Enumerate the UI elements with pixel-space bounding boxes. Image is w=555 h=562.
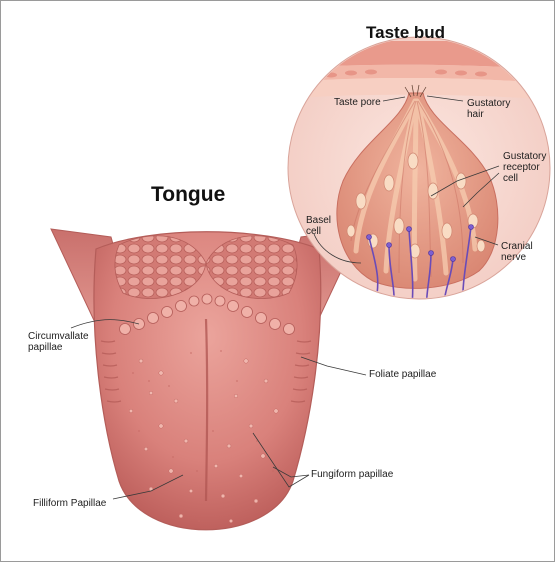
label-gustatory-receptor-cell: Gustatory receptor cell — [503, 151, 551, 184]
taste-bud-title: Taste bud — [366, 23, 445, 43]
label-filliform-papillae: Filliform Papillae — [33, 498, 106, 509]
label-basel-cell: Basel cell — [306, 215, 336, 237]
label-foliate-papillae: Foliate papillae — [369, 369, 436, 380]
label-taste-pore: Taste pore — [334, 97, 381, 108]
tongue-illustration — [51, 229, 361, 530]
label-cranial-nerve: Cranial nerve — [501, 241, 545, 263]
median-sulcus — [206, 319, 207, 501]
label-fungiform-papillae: Fungiform papillae — [311, 469, 393, 480]
tongue-title: Tongue — [151, 183, 225, 207]
label-circumvallate-papillae: Circumvallate papillae — [28, 331, 88, 353]
label-gustatory-hair: Gustatory hair — [467, 98, 513, 120]
